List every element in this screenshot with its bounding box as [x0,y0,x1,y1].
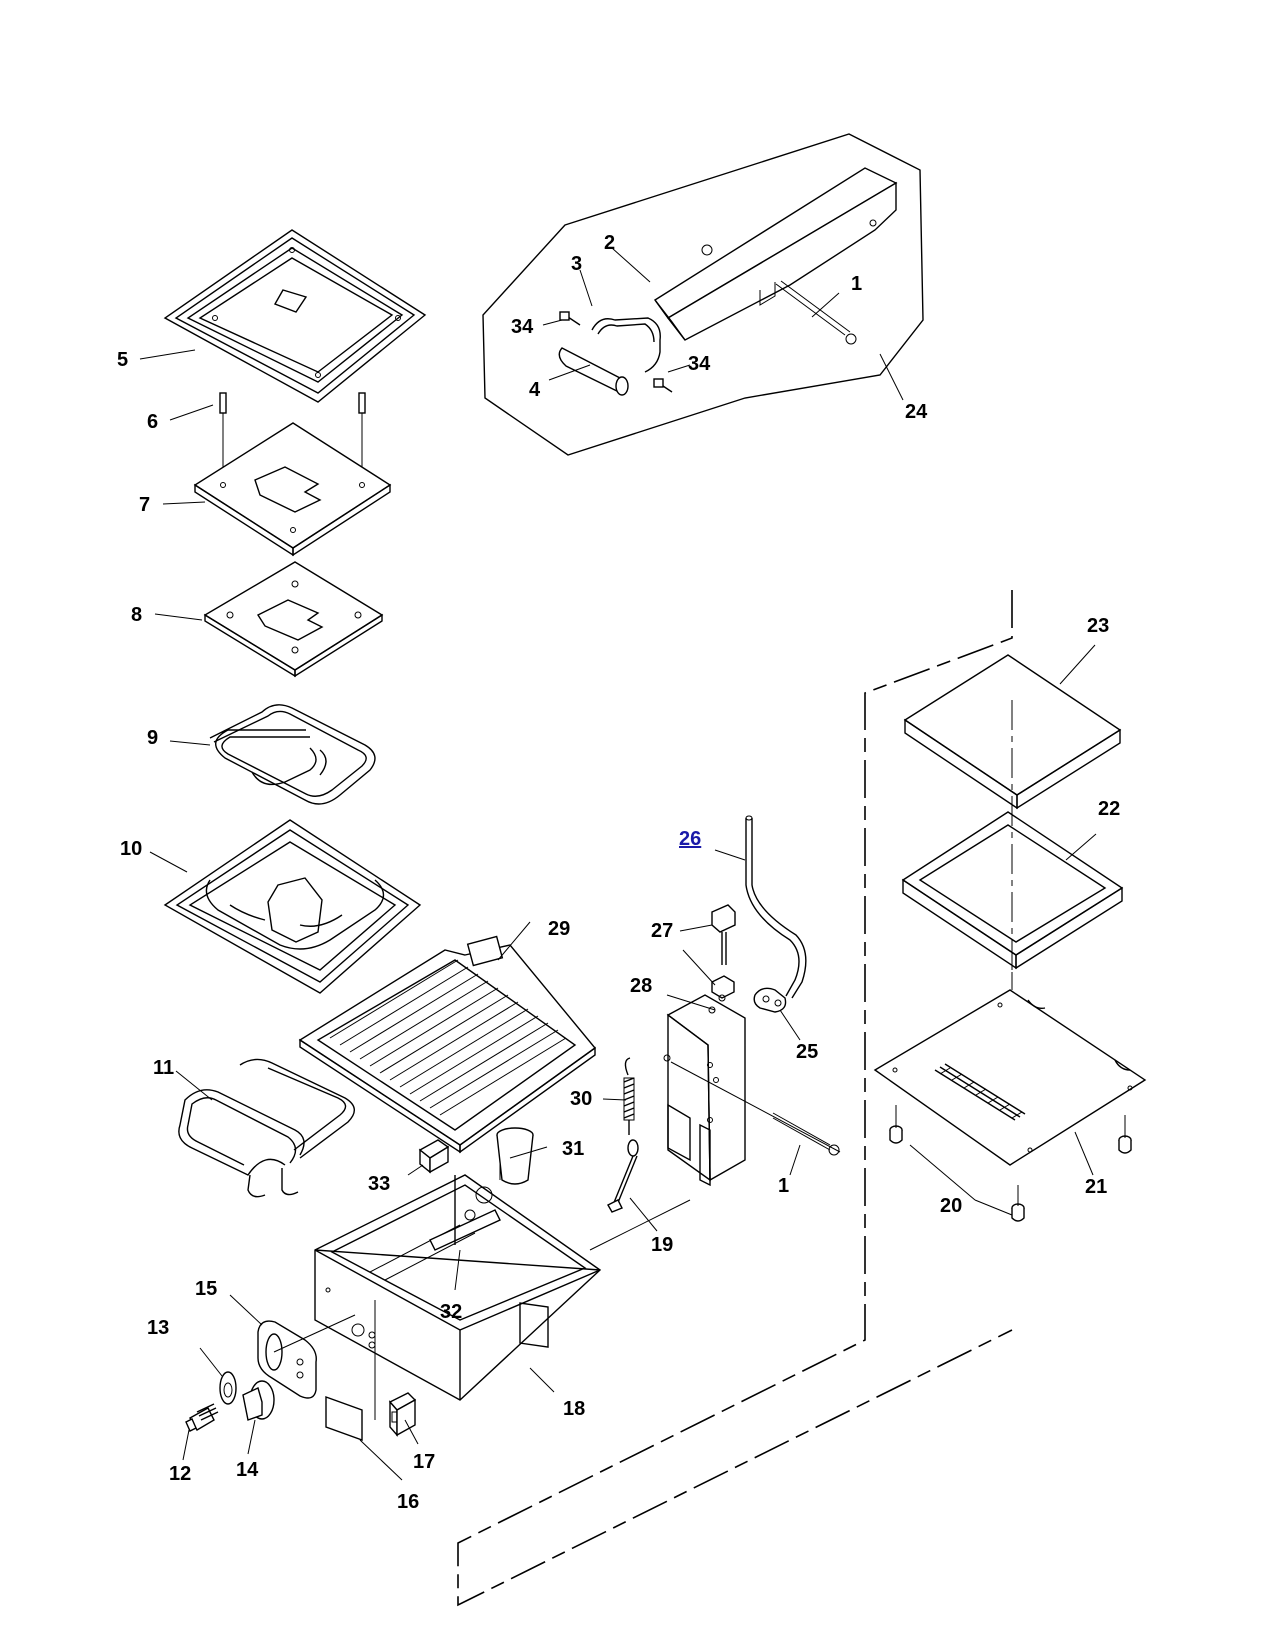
part-base-box-18 [314,1174,602,1420]
callout-11: 11 [153,1057,174,1079]
callout-16: 16 [397,1491,419,1513]
grill-ridges [329,959,567,1116]
part-bracket-arm-2 [653,167,898,345]
part-cup-31 [496,1127,534,1185]
part-spring-30 [623,1057,635,1135]
callout-21: 21 [1085,1176,1107,1198]
part-link-19 [607,1139,639,1213]
part-screw-34a [559,311,581,326]
dashed-boundary [457,590,1013,1607]
callout-18: 18 [563,1398,585,1420]
part-gasket-8 [203,561,384,678]
callout-24: 24 [905,401,928,423]
part-washer-13 [219,1371,237,1405]
callout-23: 23 [1087,615,1109,637]
callout-8: 8 [131,604,142,626]
part-heating-element-9 [209,704,376,805]
callout-26-link[interactable]: 26 [679,828,701,850]
part-screw-34b [653,378,673,393]
callout-12: 12 [169,1463,191,1485]
callout-17: 17 [413,1451,435,1473]
callout-5: 5 [117,349,128,371]
part-feet-20 [889,1105,1132,1222]
callout-33: 33 [368,1173,390,1195]
part-label-16 [325,1396,363,1441]
callout-2: 2 [604,232,615,254]
callout-13: 13 [147,1317,169,1339]
callout-20: 20 [940,1195,962,1217]
part-roller-4 [558,347,629,396]
callout-29: 29 [548,918,570,940]
callout-15: 15 [195,1278,217,1300]
callout-30: 30 [570,1088,592,1110]
part-switch-17 [388,1392,417,1437]
part-lamp-12 [185,1403,219,1432]
center-lines [499,700,1013,1251]
part-rod-26 [745,815,807,999]
callout-32: 32 [440,1301,462,1323]
callout-1a: 1 [851,273,862,295]
leader-lines [139,247,1097,1481]
callout-28: 28 [630,975,652,997]
part-bracket-28 [663,994,841,1187]
callout-19: 19 [651,1234,673,1256]
part-top-cover-5 [163,229,427,403]
part-base-housing-10 [163,819,422,994]
kit-outline-24 [482,133,924,456]
part-block-33 [418,1139,450,1174]
part-pin-27 [711,904,736,1002]
part-knob-plate-15 [257,1314,356,1399]
callout-34b: 34 [688,353,711,375]
part-knob-14 [242,1380,275,1421]
callout-25: 25 [796,1041,818,1063]
callout-31: 31 [562,1138,584,1160]
part-heating-element-11 [178,1058,355,1198]
part-plate-7 [193,422,392,557]
callout-labels: 1 2 3 4 34 34 24 5 6 7 8 9 10 11 29 31 3… [117,232,1120,1513]
callout-3: 3 [571,253,582,275]
callout-14: 14 [236,1459,259,1481]
callout-34a: 34 [511,316,534,338]
callout-9: 9 [147,727,158,749]
part-bottom-plate-21 [873,972,1147,1166]
part-strap-3 [591,317,661,373]
vent-slots [934,1063,1026,1121]
part-clip-25 [753,987,787,1013]
callout-1b: 1 [778,1175,789,1197]
callout-6: 6 [147,411,158,433]
callout-10: 10 [120,838,142,860]
callout-27: 27 [651,920,673,942]
callout-22: 22 [1098,798,1120,820]
callout-4: 4 [529,379,541,401]
callout-7: 7 [139,494,150,516]
